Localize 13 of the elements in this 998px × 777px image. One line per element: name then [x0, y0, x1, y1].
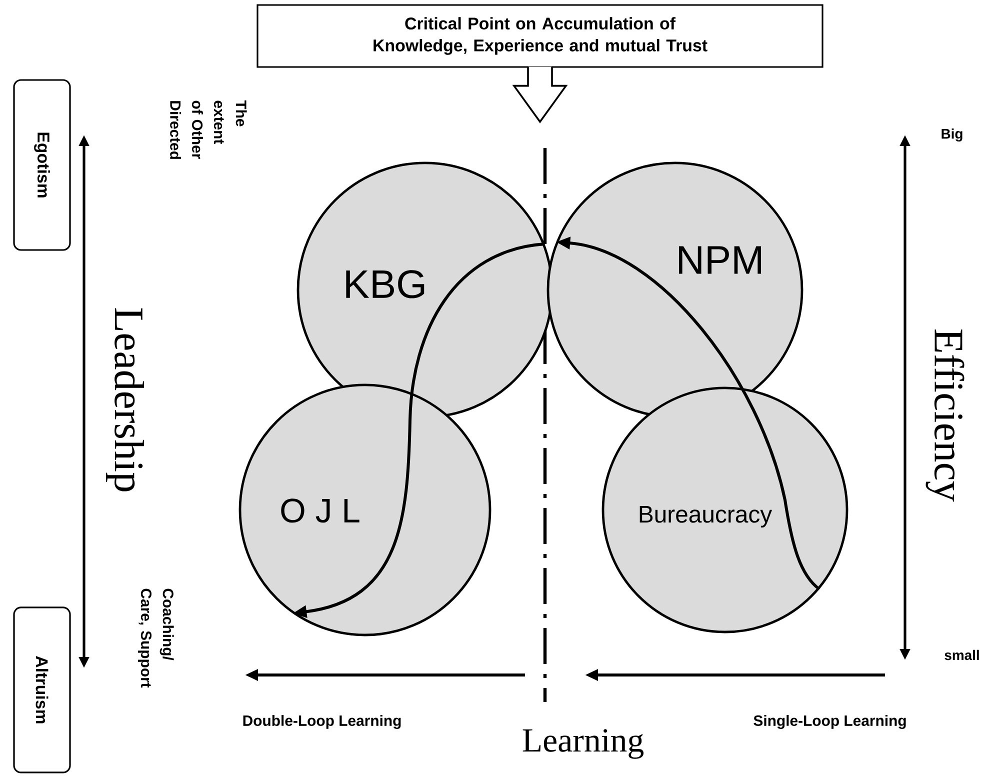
axis-title: Learning — [522, 729, 644, 759]
title-box: Critical Point on Accumulation of Knowledge, Experience and mutual Trust — [256, 4, 824, 68]
axis-title: Efficiency — [926, 329, 964, 502]
axis-end-label: small — [944, 650, 979, 660]
axis-end-label: Big — [942, 128, 962, 142]
axis-label: The extent of Other Directed — [170, 100, 247, 159]
axis-title: Leadership — [106, 308, 144, 492]
axis-label: Single-Loop Learning — [754, 715, 906, 729]
axis-label: Coaching/ Care, Support — [138, 588, 174, 688]
hollow-arrow — [512, 66, 568, 124]
keyword-box: Altruism — [13, 606, 71, 774]
keyword-box: Egotism — [13, 79, 71, 251]
axis-label: Double-Loop Learning — [243, 715, 401, 729]
